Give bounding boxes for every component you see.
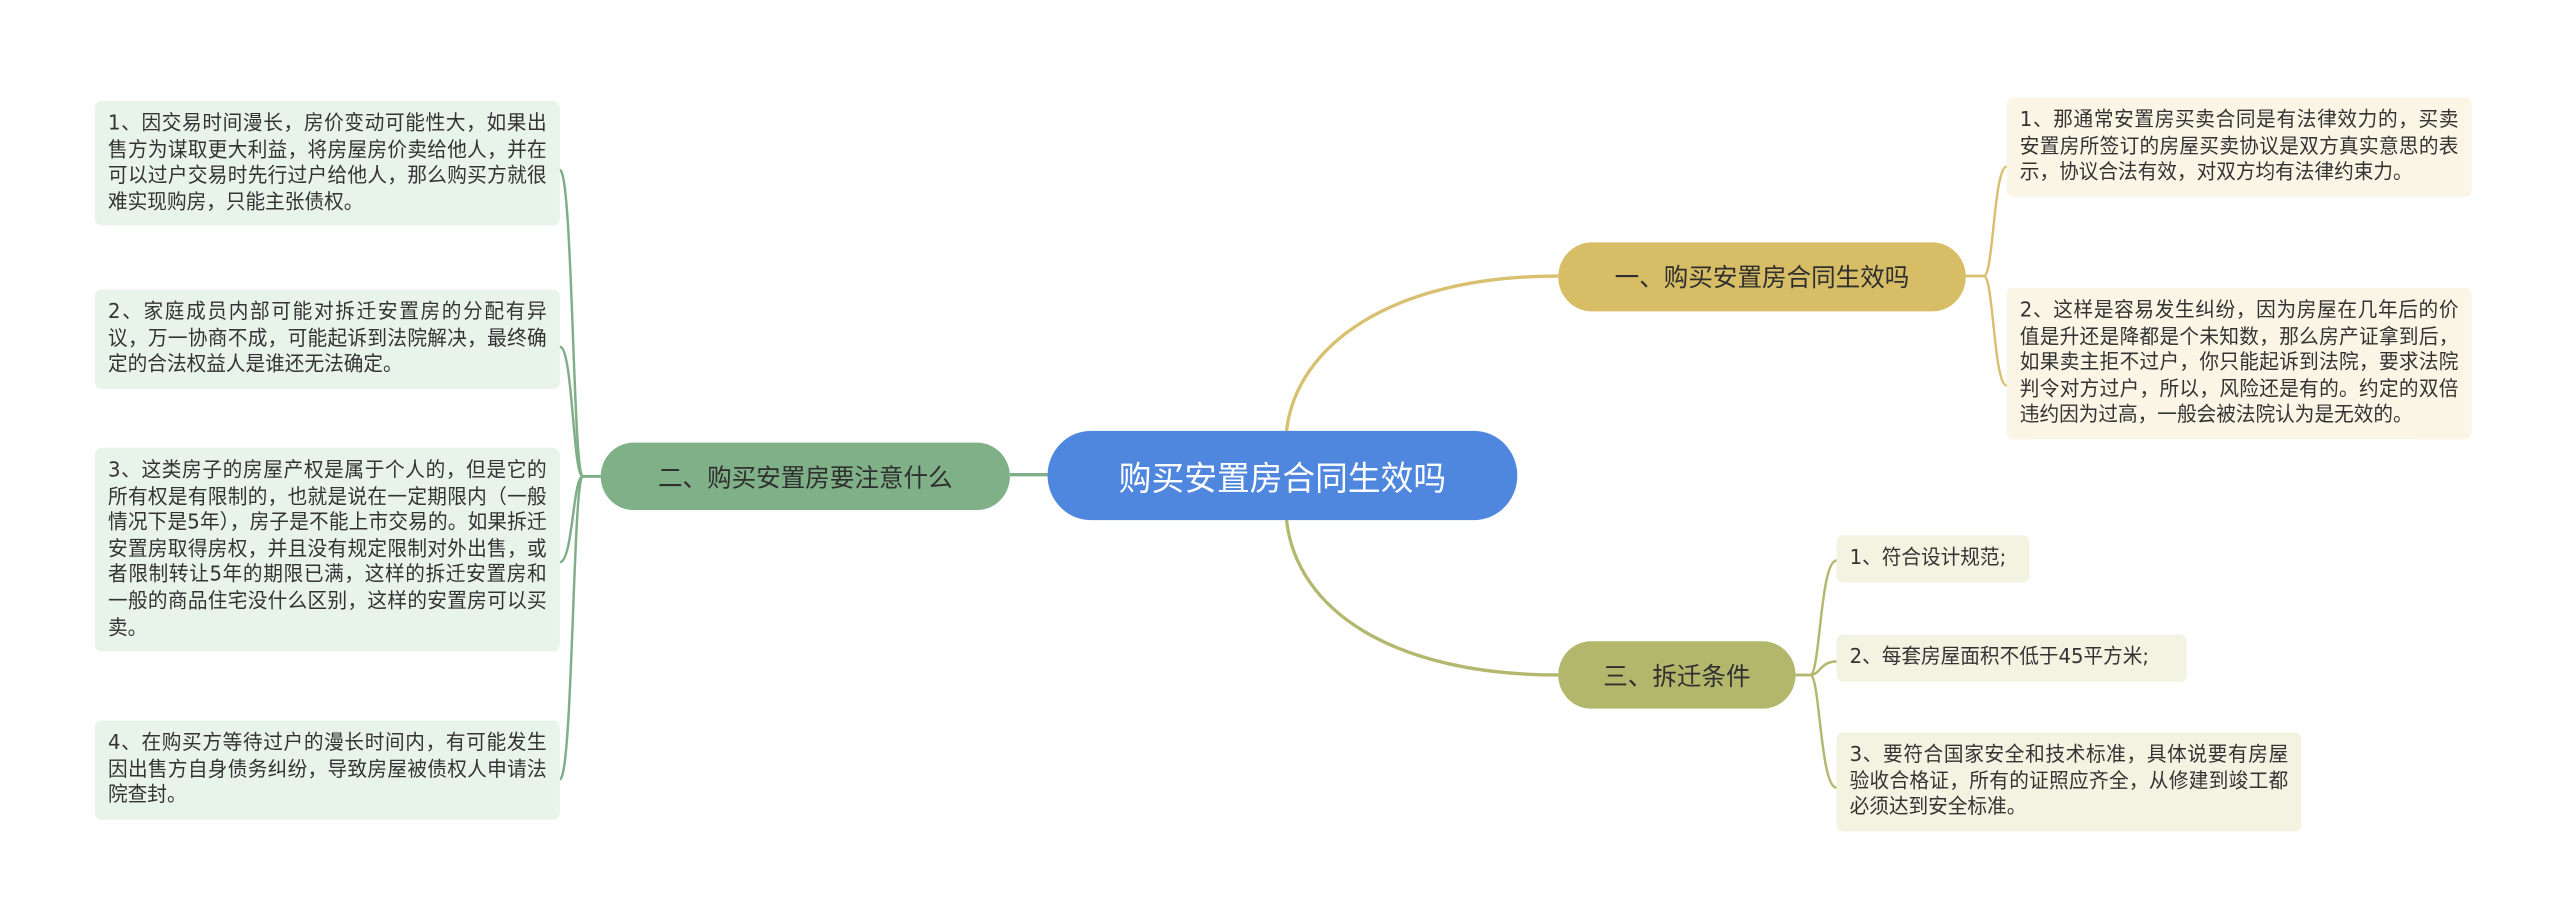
root-topic[interactable]: 购买安置房合同生效吗	[1047, 430, 1518, 521]
branch-1-item-2[interactable]: 2、这样是容易发生纠纷，因为房屋在几年后的价值是升还是降都是个未知数，那么房产证…	[2006, 287, 2472, 440]
link-root-branch-1	[1284, 274, 1559, 432]
branch-2-item-3[interactable]: 3、这类房子的房屋产权是属于个人的，但是它的所有权是有限制的，也就是说在一定期限…	[94, 447, 560, 652]
branch-3-item-2-text: 2、每套房屋面积不低于45平方米;	[1849, 644, 2150, 669]
link-branch-1-item-1	[1965, 165, 2008, 278]
link-branch-3-item-3	[1795, 673, 1838, 789]
link-branch-2-item-4	[558, 475, 601, 781]
branch-3-item-1[interactable]: 1、符合设计规范;	[1836, 535, 2030, 582]
branch-topic-1[interactable]: 一、购买安置房合同生效吗	[1558, 242, 1966, 312]
branch-2-item-2-text: 2、家庭成员内部可能对拆迁安置房的分配有异议，万一协商不成，可能起诉到法院解决，…	[108, 299, 547, 376]
branch-topic-3-label: 三、拆迁条件	[1603, 660, 1751, 691]
branch-2-item-4[interactable]: 4、在购买方等待过户的漫长时间内，有可能发生因出售方自身债务纠纷，导致房屋被债权…	[94, 720, 560, 820]
link-branch-2-item-1	[558, 168, 601, 478]
branch-2-item-1-text: 1、因交易时间漫长，房价变动可能性大，如果出售方为谋取更大利益，将房屋房价卖给他…	[108, 111, 547, 214]
branch-3-item-1-text: 1、符合设计规范;	[1849, 545, 2007, 569]
branch-1-item-1-text: 1、那通常安置房买卖合同是有法律效力的，买卖安置房所签订的房屋买卖协议是双方真实…	[2019, 107, 2459, 184]
branch-2-item-3-text: 3、这类房子的房屋产权是属于个人的，但是它的所有权是有限制的，也就是说在一定期限…	[108, 457, 547, 639]
branch-2-item-4-text: 4、在购买方等待过户的漫长时间内，有可能发生因出售方自身债务纠纷，导致房屋被债权…	[108, 730, 547, 807]
branch-2-item-1[interactable]: 1、因交易时间漫长，房价变动可能性大，如果出售方为谋取更大利益，将房屋房价卖给他…	[94, 100, 560, 227]
link-branch-1-item-2	[1965, 274, 2008, 387]
branch-topic-2-label: 二、购买安置房要注意什么	[657, 462, 953, 493]
branch-2-item-2[interactable]: 2、家庭成员内部可能对拆迁安置房的分配有异议，万一协商不成，可能起诉到法院解决，…	[94, 289, 560, 389]
branch-topic-2[interactable]: 二、购买安置房要注意什么	[600, 442, 1010, 511]
link-branch-3-item-1	[1795, 559, 1838, 677]
branch-1-item-2-text: 2、这样是容易发生纠纷，因为房屋在几年后的价值是升还是降都是个未知数，那么房产证…	[2019, 297, 2459, 427]
branch-topic-1-label: 一、购买安置房合同生效吗	[1614, 262, 1910, 293]
branch-3-item-3[interactable]: 3、要符合国家安全和技术标准，具体说要有房屋验收合格证，所有的证照应齐全，从修建…	[1836, 732, 2302, 832]
root-topic-label: 购买安置房合同生效吗	[1118, 457, 1447, 499]
branch-3-item-2[interactable]: 2、每套房屋面积不低于45平方米;	[1836, 634, 2187, 682]
link-root-branch-3	[1284, 519, 1559, 677]
branch-topic-3[interactable]: 三、拆迁条件	[1558, 641, 1796, 709]
link-branch-2-item-2	[558, 345, 601, 478]
branch-3-item-3-text: 3、要符合国家安全和技术标准，具体说要有房屋验收合格证，所有的证照应齐全，从修建…	[1849, 742, 2289, 819]
branch-1-item-1[interactable]: 1、那通常安置房买卖合同是有法律效力的，买卖安置房所签订的房屋买卖协议是双方真实…	[2006, 97, 2472, 197]
